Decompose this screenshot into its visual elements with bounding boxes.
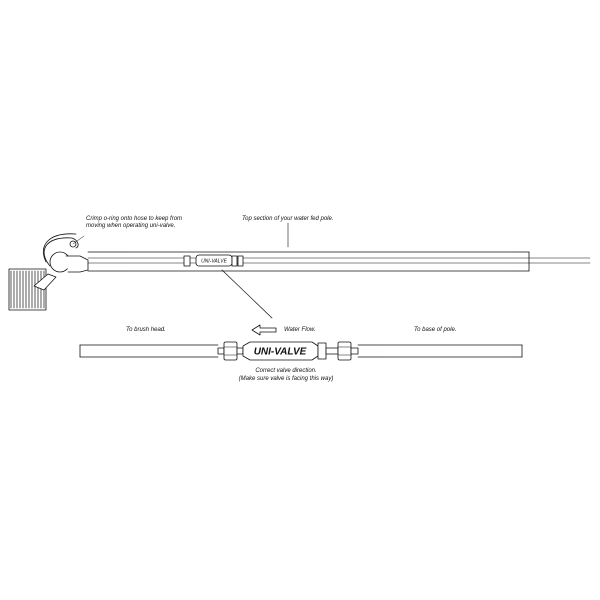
crimp-leader-line [72,235,85,245]
small-valve-text: UNI-VALVE [201,259,228,265]
correct-direction-label: Correct valve direction. [255,368,317,374]
water-flow-label: Water Flow. [284,327,316,333]
crimp-label-line1: Crimp o-ring onto hose to keep from [86,216,183,222]
detail-callout-line [221,269,273,319]
make-sure-label: (Make sure valve is facing this way) [238,376,334,382]
valve-nut [317,342,327,360]
valve-inlet [236,347,244,355]
brush-block [8,268,47,311]
small-o-ring-right [237,255,244,267]
crimp-label-line2: moving when operating uni-valve. [86,223,176,229]
o-ring-left [223,341,238,361]
to-brush-head-label: To brush head. [126,327,166,333]
pole-adapter [65,255,89,273]
top-pole [87,222,591,272]
to-base-of-pole-label: To base of pole. [414,327,457,333]
brush-head [8,233,89,311]
brush-arm [33,273,57,291]
water-flow-arrow-icon [251,324,277,336]
large-valve-text: UNI-VALVE [254,347,307,358]
o-ring-right [337,341,352,361]
hose-stub-right [350,347,359,355]
detail-hose [79,341,523,361]
valve-outlet [325,347,339,355]
small-valve-nut [231,255,238,267]
top-section-label: Top section of your water fed pole. [242,216,334,222]
feed-hose-loop-outer [42,233,77,263]
hose-stub-left [217,347,225,355]
small-o-ring-left [183,255,191,267]
